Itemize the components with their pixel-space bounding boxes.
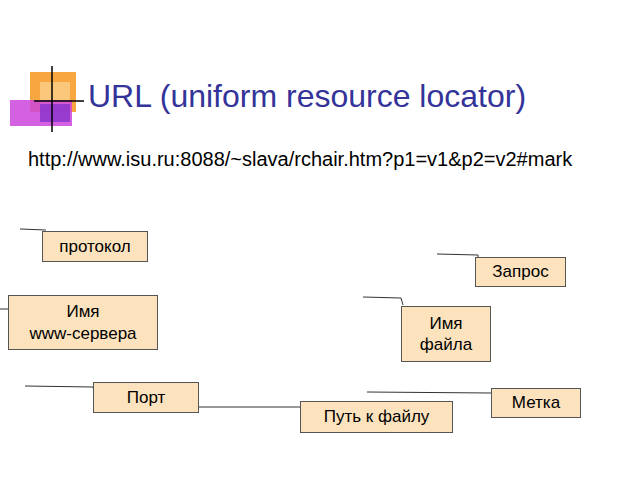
callout-box: Имя www-сервера: [8, 295, 158, 350]
box-content: Порт: [127, 387, 166, 408]
leader-line: [20, 229, 46, 230]
callout-text: Запрос: [492, 261, 548, 282]
callout-text: Порт: [127, 387, 166, 408]
callout-text: протокол: [59, 236, 130, 257]
url-example: http://www.isu.ru:8088/~slava/rchair.htm…: [28, 148, 572, 171]
logo-bar-dark: [40, 104, 70, 122]
box-content: Путь к файлу: [324, 406, 430, 427]
callout-box: Запрос: [475, 257, 566, 287]
callout-box: протокол: [42, 231, 148, 262]
logo-line: [34, 100, 84, 102]
callout-text: Имя файла: [416, 313, 476, 356]
leader-line: [363, 297, 403, 305]
leader-line: [367, 392, 491, 393]
box-content: Имя www-сервера: [28, 301, 138, 344]
slide-title: URL (uniform resource locator): [88, 78, 526, 115]
callout-box: Порт: [93, 382, 199, 413]
box-content: протокол: [59, 236, 130, 257]
leader-line: [0, 309, 8, 310]
logo-bar: [10, 100, 72, 126]
box-content: Метка: [512, 392, 560, 413]
box-content: Имя файла: [416, 313, 476, 356]
callout-box: Метка: [491, 388, 581, 418]
leader-line: [25, 386, 95, 394]
box-content: Запрос: [492, 261, 548, 282]
callout-box: Имя файла: [401, 306, 491, 362]
callout-text: Имя www-сервера: [28, 301, 138, 344]
callout-box: Путь к файлу: [300, 401, 453, 433]
logo-line: [51, 66, 53, 132]
leader-line: [437, 254, 478, 257]
callout-text: Путь к файлу: [324, 406, 430, 427]
callout-text: Метка: [512, 392, 560, 413]
connector-line: [199, 407, 300, 408]
